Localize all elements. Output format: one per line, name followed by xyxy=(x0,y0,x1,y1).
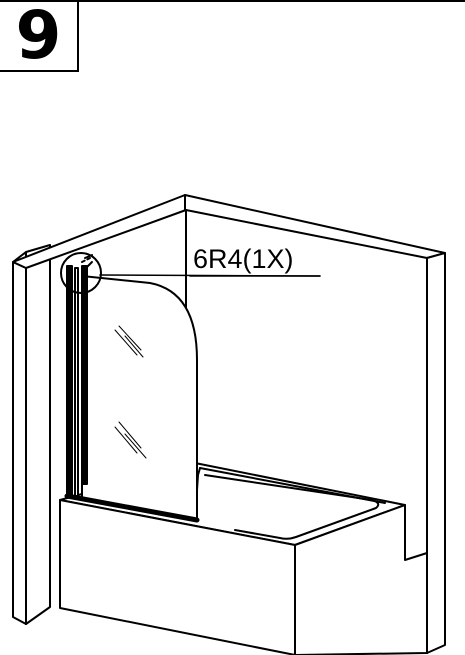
glass-screen xyxy=(81,275,198,521)
part-label: 6R4(1X) xyxy=(193,244,294,274)
detail-circle xyxy=(60,252,102,294)
step-number: 9 xyxy=(15,0,62,74)
callout: 6R4(1X) xyxy=(60,244,321,294)
top-rule xyxy=(0,0,465,2)
wall-profile xyxy=(64,254,200,523)
right-wall xyxy=(426,252,446,654)
step-number-box: 9 xyxy=(0,1,79,72)
left-wall xyxy=(12,244,51,625)
